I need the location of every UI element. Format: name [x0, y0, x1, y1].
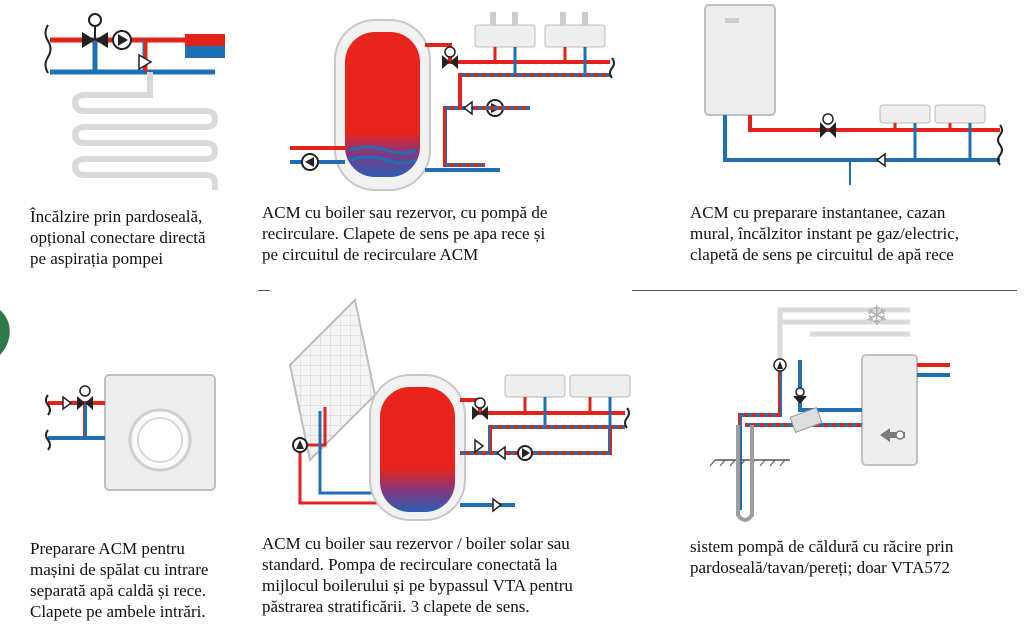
- pump-icon: [517, 445, 533, 461]
- snowflake-icon: ❄: [865, 300, 888, 332]
- caption-line: mural, încălzitor instant pe gaz/electri…: [690, 224, 960, 243]
- tap-icon: [474, 12, 536, 75]
- pump-icon: [773, 358, 787, 372]
- boiler-recirculation-diagram: [290, 12, 615, 191]
- caption-line: mașini de spălat cu intrare: [30, 560, 209, 579]
- panel-solar-boiler: ACM cu boiler sau rezervor / boiler sola…: [250, 295, 650, 630]
- check-valve-icon: [492, 497, 503, 513]
- caption-line: Încălzire prin pardoseală,: [30, 207, 203, 226]
- caption-line: ACM cu boiler sau rezervor, cu pompă de: [262, 203, 548, 222]
- caption-line: sistem pompă de căldură cu răcire prin: [690, 537, 954, 556]
- svg-text:❄: ❄: [865, 300, 888, 332]
- solar-boiler-diagram: [288, 297, 631, 521]
- caption-line: pe circuitul de recirculare ACM: [262, 245, 479, 264]
- caption-line: recirculare. Clapete de sens pe apa rece…: [262, 224, 546, 243]
- separator-line-left: [258, 290, 270, 291]
- tap-icon: [879, 104, 931, 160]
- caption-line: pe aspirația pompei: [30, 249, 164, 268]
- caption-line: opțional conectare directă: [30, 228, 206, 247]
- tap-icon: [934, 104, 986, 160]
- pump-icon: [112, 30, 132, 50]
- tap-icon: [569, 374, 631, 427]
- panel-heat-pump-cooling: ❄ sistem pompă de căldură cu răcire prin: [680, 300, 1024, 630]
- thermostatic-valve-icon: [82, 13, 108, 48]
- thermostatic-valve-icon: [77, 385, 93, 410]
- thermostatic-valve-icon: [472, 397, 488, 420]
- caption-line: ACM cu preparare instantanee, cazan: [690, 203, 946, 222]
- tap-icon: [544, 12, 606, 75]
- instant-heater-diagram: [704, 4, 1003, 185]
- caption-line: clapetă de sens pe circuitul de apă rece: [690, 245, 954, 264]
- pump-icon: [292, 437, 308, 453]
- caption-line: pardoseală/tavan/pereți; doar VTA572: [690, 558, 950, 577]
- panel-washing-machine: Preparare ACM pentru mașini de spălat cu…: [0, 300, 250, 630]
- check-valve-icon: [495, 445, 506, 461]
- thermostatic-valve-icon: [442, 46, 458, 69]
- heat-pump-diagram: ❄: [709, 300, 950, 522]
- panel-underfloor-heating: Încălzire prin pardoseală, opțional cone…: [0, 0, 250, 290]
- caption-line: Clapete pe ambele intrări.: [30, 602, 206, 621]
- tap-icon: [504, 374, 566, 427]
- thermostatic-valve-icon: [793, 387, 807, 404]
- caption-line: ACM cu boiler sau rezervor / boiler sola…: [262, 534, 570, 553]
- heat-pump-arrow-icon: [880, 428, 905, 442]
- panel-instant-heater: ACM cu preparare instantanee, cazan mura…: [680, 0, 1024, 290]
- caption-line: standard. Pompa de recirculare conectată…: [262, 555, 558, 574]
- caption-line: Preparare ACM pentru: [30, 539, 185, 558]
- check-valve-icon: [138, 53, 153, 71]
- check-valve-icon: [474, 438, 485, 454]
- underfloor-diagram: [44, 13, 225, 190]
- washing-machine-diagram: [45, 374, 216, 491]
- leaf-decoration: [0, 310, 10, 355]
- check-valve-icon: [875, 152, 886, 168]
- pump-icon: [301, 153, 319, 171]
- check-valve-icon: [462, 100, 473, 116]
- caption-line: separată apă caldă și rece.: [30, 581, 207, 600]
- panel-boiler-recirculation: ACM cu boiler sau rezervor, cu pompă de …: [250, 0, 630, 290]
- thermostatic-valve-icon: [820, 113, 836, 138]
- caption-line: păstrarea stratificării. 3 clapete de se…: [262, 597, 530, 616]
- check-valve-icon: [62, 395, 73, 411]
- caption-line: mijlocul boilerului și pe bypassul VTA p…: [262, 576, 573, 595]
- separator-line-right: [632, 290, 1017, 291]
